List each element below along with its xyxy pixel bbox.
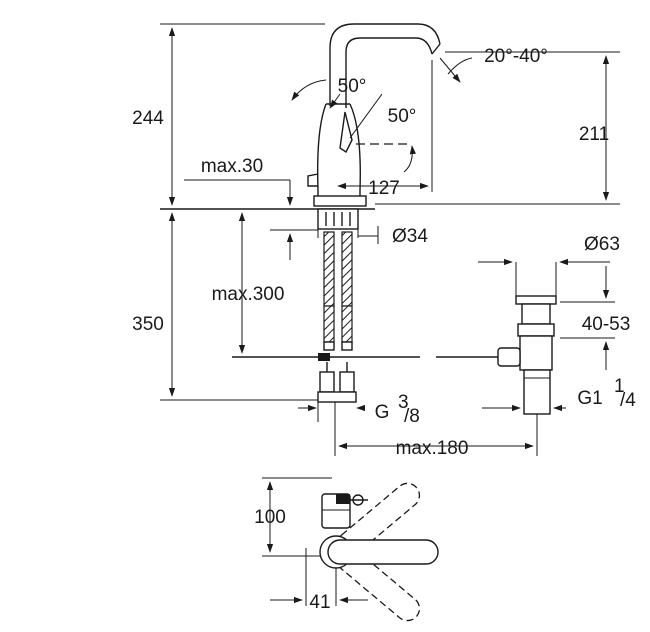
dim-350-label: 350	[132, 314, 164, 335]
plan-view	[319, 482, 439, 622]
thread-spec-hoses: G 3 /8	[298, 392, 420, 427]
drain-flange	[515, 295, 557, 305]
connector-base	[317, 391, 357, 403]
drain-assembly	[497, 295, 557, 415]
hose-left-lower	[323, 305, 335, 343]
drain-thread-exp: 1	[614, 376, 625, 397]
dimension-reach: 127	[337, 60, 433, 199]
lever-axis	[349, 93, 383, 139]
thread-spec-drain: G1 1 /4	[482, 376, 636, 412]
drain-nut	[517, 323, 555, 337]
drain-lever-housing	[497, 347, 521, 367]
dimension-total-height: 244	[132, 23, 325, 206]
dim-127-label: 127	[368, 178, 400, 199]
deck-max-label: max.30	[201, 156, 263, 177]
thread-exp-label: 3	[398, 392, 409, 413]
angle-pointer-a	[329, 93, 341, 109]
mounting-nut	[317, 208, 359, 230]
hose-right-upper	[341, 231, 353, 307]
swivel-arc	[447, 57, 473, 75]
drain-thread-sub: /4	[620, 390, 636, 411]
angle-arc-a	[291, 79, 327, 101]
dimension-angles: 50° 50° 20°-40°	[291, 46, 548, 173]
thread-sub-label: /8	[404, 406, 420, 427]
base-plate	[313, 195, 367, 207]
dimension-hole: Ø34	[317, 215, 428, 247]
connector-left	[319, 371, 335, 393]
body-contour	[316, 103, 361, 196]
lever	[339, 111, 353, 154]
hole-dia-label: Ø34	[392, 226, 428, 247]
dimension-below-deck: 350 max.300	[132, 208, 318, 401]
dimension-plan-depth: 100	[254, 477, 332, 557]
swivel-label: 20°-40°	[484, 46, 548, 67]
drain-dia-label: Ø63	[584, 234, 620, 255]
fixing-threads	[325, 212, 351, 226]
spout-outer	[329, 23, 441, 106]
dim-244-label: 244	[132, 108, 164, 129]
hose-right-lower	[341, 305, 353, 343]
dim-100-label: 100	[254, 507, 286, 528]
dimension-rod: max.180	[334, 402, 538, 459]
spout-inner	[345, 37, 433, 108]
hose-left-upper	[323, 231, 335, 307]
dim-max180-label: max.180	[396, 438, 469, 459]
swivel-pointer	[439, 57, 461, 83]
plan-popup	[336, 494, 350, 504]
lever-ghost-down	[336, 547, 421, 622]
angle-arc-b	[403, 145, 417, 173]
dim-211-label: 211	[579, 124, 609, 145]
dimension-deck-thickness: max.30	[184, 156, 318, 260]
thread-main-label: G	[375, 402, 390, 423]
popup-knob	[307, 173, 319, 187]
faucet-body	[160, 23, 441, 403]
dimension-plan-offset: 41	[270, 548, 368, 613]
pull-rod-clip	[318, 353, 330, 361]
lever-ghost-up	[336, 482, 421, 557]
drain-range-label: 40-53	[582, 314, 631, 335]
dim-max300-label: max.300	[212, 284, 285, 305]
pull-rod	[232, 353, 500, 361]
drain-tail	[523, 369, 551, 415]
connector-right	[339, 371, 355, 393]
drain-body-lower	[519, 335, 553, 371]
spout-outlet	[431, 43, 441, 55]
plan-lever	[327, 539, 439, 565]
angle-a-label: 50°	[338, 76, 367, 97]
hose-left-cap	[323, 341, 335, 351]
dimension-drain: Ø63 40-53	[478, 234, 630, 370]
drain-body-upper	[521, 303, 551, 325]
dimension-spout-height: 211	[375, 51, 620, 205]
hose-right-cap	[341, 341, 353, 351]
angle-b-label: 50°	[388, 106, 417, 127]
dim-41-label: 41	[309, 592, 330, 613]
drain-thread-label: G1	[577, 388, 602, 409]
